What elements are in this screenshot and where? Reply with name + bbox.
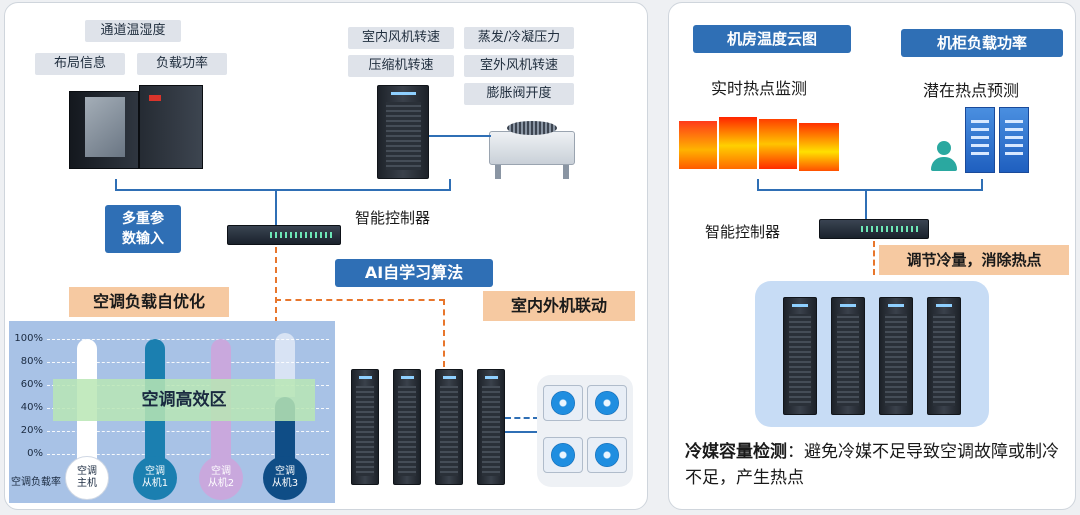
- rack-group: [755, 281, 989, 427]
- grid-line: [47, 431, 329, 432]
- multi-param-input-badge: 多重参 数输入: [105, 205, 181, 253]
- tick-label: 80%: [20, 356, 43, 367]
- heat-map-icon: [679, 115, 841, 177]
- y-axis-caption: 空调负载率: [11, 477, 61, 488]
- tag-load-power: 负载功率: [137, 53, 227, 75]
- smart-controller-label: 智能控制器: [355, 209, 431, 227]
- potential-hotspot-label: 潜在热点预测: [923, 81, 1020, 100]
- refrigerant-description: ：避免冷媒不足导致空调故障或制冷不足，产生热点: [685, 442, 1059, 488]
- smart-controller-icon: [227, 225, 341, 245]
- refrigerant-detection-text: 冷媒容量检测：避免冷媒不足导致空调故障或制冷不足，产生热点: [685, 439, 1061, 491]
- thermometer-bulb: 空调 从机3: [263, 456, 307, 500]
- thermometer-bulb: 空调 从机1: [133, 456, 177, 500]
- temp-cloud-map-badge: 机房温度云图: [693, 25, 851, 53]
- ac-outdoor-link: [429, 135, 491, 137]
- dashed-drop-racks: [443, 299, 445, 367]
- tick-label: 60%: [20, 379, 43, 390]
- tag-layout-info: 布局信息: [35, 53, 125, 75]
- rack-unit: [393, 369, 421, 485]
- indoor-outdoor-linkage-badge: 室内外机联动: [483, 291, 635, 321]
- tick-label: 0%: [27, 448, 43, 459]
- right-bus-drop-right: [981, 179, 983, 191]
- grid-line: [47, 362, 329, 363]
- dashed-to-chart: [275, 247, 277, 323]
- fan-icon: [587, 385, 627, 421]
- tick-label: 100%: [14, 333, 43, 344]
- efficient-zone-band: 空调高效区: [53, 379, 315, 421]
- right-bus-drop-left: [757, 179, 759, 191]
- rack-fan-line: [505, 431, 539, 433]
- rack-unit: [477, 369, 505, 485]
- rack-unit: [927, 297, 961, 415]
- modular-datacenter-icon: [69, 85, 203, 171]
- refrigerant-title: 冷媒容量检测: [685, 442, 787, 462]
- fan-icon: [543, 385, 583, 421]
- rack-unit: [879, 297, 913, 415]
- dashed-to-racks: [275, 299, 445, 301]
- indoor-ac-unit-icon: [377, 85, 429, 179]
- cabinet-load-power-badge: 机柜负载功率: [901, 29, 1063, 57]
- input-bus-line: [115, 189, 451, 191]
- right-controller-label: 智能控制器: [705, 223, 781, 241]
- right-panel: 机房温度云图 机柜负载功率 实时热点监测 潜在热点预测 智能控制器 调节冷量，消…: [668, 2, 1076, 510]
- tag-compressor-speed: 压缩机转速: [348, 55, 454, 77]
- grid-line: [47, 339, 329, 340]
- rack-fan-dash: [505, 417, 539, 419]
- grid-line: [47, 454, 329, 455]
- tag-evap-cond-pressure: 蒸发/冷凝压力: [464, 27, 574, 49]
- server-user-icon: [931, 103, 1033, 175]
- tag-indoor-fan-speed: 室内风机转速: [348, 27, 454, 49]
- ai-algorithm-badge: AI自学习算法: [335, 259, 493, 287]
- fan-icon: [543, 437, 583, 473]
- right-bus-line: [757, 189, 983, 191]
- left-panel: 通道温湿度 布局信息 负载功率 室内风机转速 蒸发/冷凝压力 压缩机转速 室外风…: [4, 2, 648, 510]
- tick-label: 20%: [20, 425, 43, 436]
- bus-to-controller: [275, 189, 277, 225]
- tick-label: 40%: [20, 402, 43, 413]
- rack-unit: [435, 369, 463, 485]
- thermometer-bulb: 空调 主机: [65, 456, 109, 500]
- right-controller-icon: [819, 219, 929, 239]
- tag-expansion-valve: 膨胀阀开度: [464, 83, 574, 105]
- thermometer-bulb: 空调 从机2: [199, 456, 243, 500]
- bus-drop-right: [449, 179, 451, 191]
- rack-unit: [351, 369, 379, 485]
- realtime-hotspot-label: 实时热点监测: [711, 79, 808, 98]
- tag-outdoor-fan-speed: 室外风机转速: [464, 55, 574, 77]
- outdoor-fan-group: [537, 375, 633, 487]
- ac-load-chart: 100% 80% 60% 40% 20% 0% 空调 主机空调 从机1 空调 从机…: [9, 321, 335, 503]
- right-bus-to-controller: [865, 189, 867, 219]
- fan-icon: [587, 437, 627, 473]
- rack-unit: [783, 297, 817, 415]
- load-self-optimization-badge: 空调负载自优化: [69, 287, 229, 317]
- outdoor-condenser-icon: [489, 121, 575, 179]
- adjust-cooling-badge: 调节冷量，消除热点: [879, 245, 1069, 275]
- bus-drop-left: [115, 179, 117, 191]
- rack-unit: [831, 297, 865, 415]
- tag-channel-temp-humidity: 通道温湿度: [85, 20, 181, 42]
- right-dashed-drop: [873, 241, 875, 275]
